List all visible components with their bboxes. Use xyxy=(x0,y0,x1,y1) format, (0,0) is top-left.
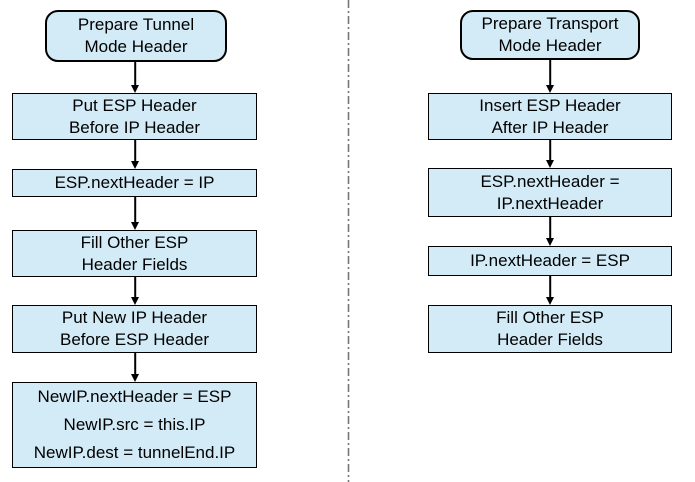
node-put-esp-header-before-ip-header: Put ESP Header Before IP Header xyxy=(12,93,257,140)
node-fill-other-esp-header-fields-transport: Fill Other ESP Header Fields xyxy=(428,305,672,353)
flow-arrow xyxy=(130,197,140,230)
arrow-shaft xyxy=(134,277,136,299)
node-put-new-ip-header-before-esp-header: Put New IP Header Before ESP Header xyxy=(12,305,257,353)
node-prepare-transport-mode-header: Prepare Transport Mode Header xyxy=(460,10,640,60)
node-esp-nextheader-ip-nextheader: ESP.nextHeader = IP.nextHeader xyxy=(428,168,672,217)
flow-arrow xyxy=(545,60,555,93)
node-ip-nextheader-esp: IP.nextHeader = ESP xyxy=(428,246,672,276)
arrow-shaft xyxy=(134,140,136,163)
arrow-shaft xyxy=(549,140,551,162)
node-esp-nextheader-ip: ESP.nextHeader = IP xyxy=(12,169,257,197)
arrow-head-icon xyxy=(546,238,554,246)
arrow-shaft xyxy=(549,60,551,87)
node-insert-esp-header-after-ip-header: Insert ESP Header After IP Header xyxy=(428,93,672,140)
arrow-shaft xyxy=(134,62,136,87)
node-prepare-tunnel-mode-header: Prepare Tunnel Mode Header xyxy=(45,10,227,62)
arrow-shaft xyxy=(134,353,136,376)
flow-arrow xyxy=(545,276,555,305)
flow-arrow xyxy=(130,277,140,305)
node-fill-other-esp-header-fields-tunnel: Fill Other ESP Header Fields xyxy=(12,230,257,277)
arrow-head-icon xyxy=(131,85,139,93)
arrow-shaft xyxy=(549,276,551,299)
flow-arrow xyxy=(130,140,140,169)
arrow-head-icon xyxy=(546,85,554,93)
flow-arrow xyxy=(130,62,140,93)
flow-arrow xyxy=(545,140,555,168)
arrow-head-icon xyxy=(546,297,554,305)
arrow-head-icon xyxy=(131,374,139,382)
flow-arrow xyxy=(545,217,555,246)
arrow-shaft xyxy=(134,197,136,224)
node-newip-assignments: NewIP.nextHeader = ESP NewIP.src = this.… xyxy=(12,382,257,468)
arrow-shaft xyxy=(549,217,551,240)
arrow-head-icon xyxy=(131,161,139,169)
flow-arrow xyxy=(130,353,140,382)
arrow-head-icon xyxy=(131,222,139,230)
arrow-head-icon xyxy=(546,160,554,168)
arrow-head-icon xyxy=(131,297,139,305)
